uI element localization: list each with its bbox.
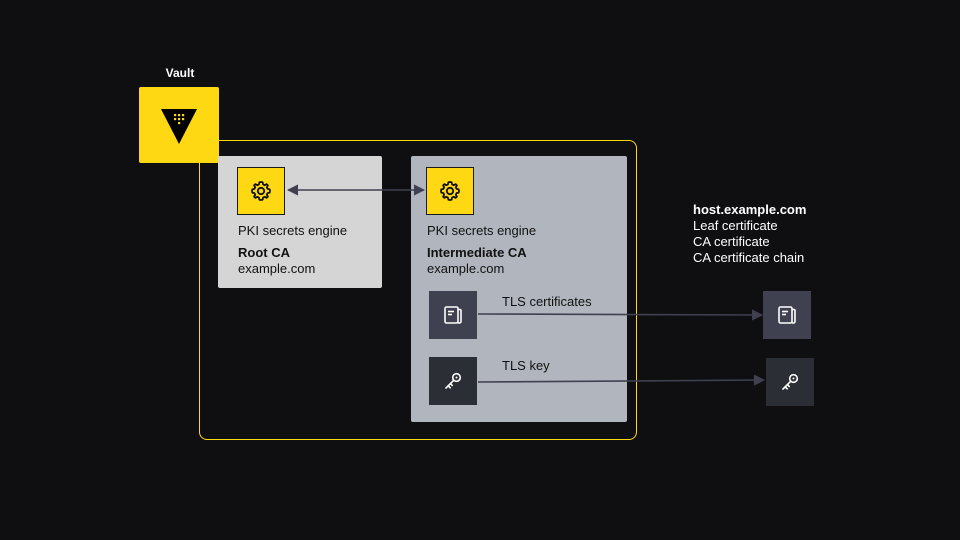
host-item-leaf: Leaf certificate	[693, 218, 778, 233]
host-item-chain: CA certificate chain	[693, 250, 805, 265]
intermediate-ca-engine-label: PKI secrets engine	[427, 223, 537, 238]
host-name: host.example.com	[693, 202, 807, 217]
vault-boundary	[199, 140, 637, 440]
tls-key-label: TLS key	[502, 358, 550, 373]
key-icon	[766, 358, 814, 406]
certificate-icon	[429, 291, 477, 339]
vault-label: Vault	[165, 66, 195, 80]
gear-icon	[237, 167, 285, 215]
certificate-icon	[763, 291, 811, 339]
intermediate-ca-domain: example.com	[427, 261, 505, 276]
root-ca-domain: example.com	[238, 261, 316, 276]
vault-logo-icon	[139, 87, 219, 163]
intermediate-ca-title: Intermediate CA	[427, 245, 527, 260]
tls-certificates-label: TLS certificates	[502, 294, 592, 309]
root-ca-engine-label: PKI secrets engine	[238, 223, 348, 238]
key-icon	[429, 357, 477, 405]
host-item-ca: CA certificate	[693, 234, 770, 249]
root-ca-title: Root CA	[238, 245, 290, 260]
gear-icon	[426, 167, 474, 215]
